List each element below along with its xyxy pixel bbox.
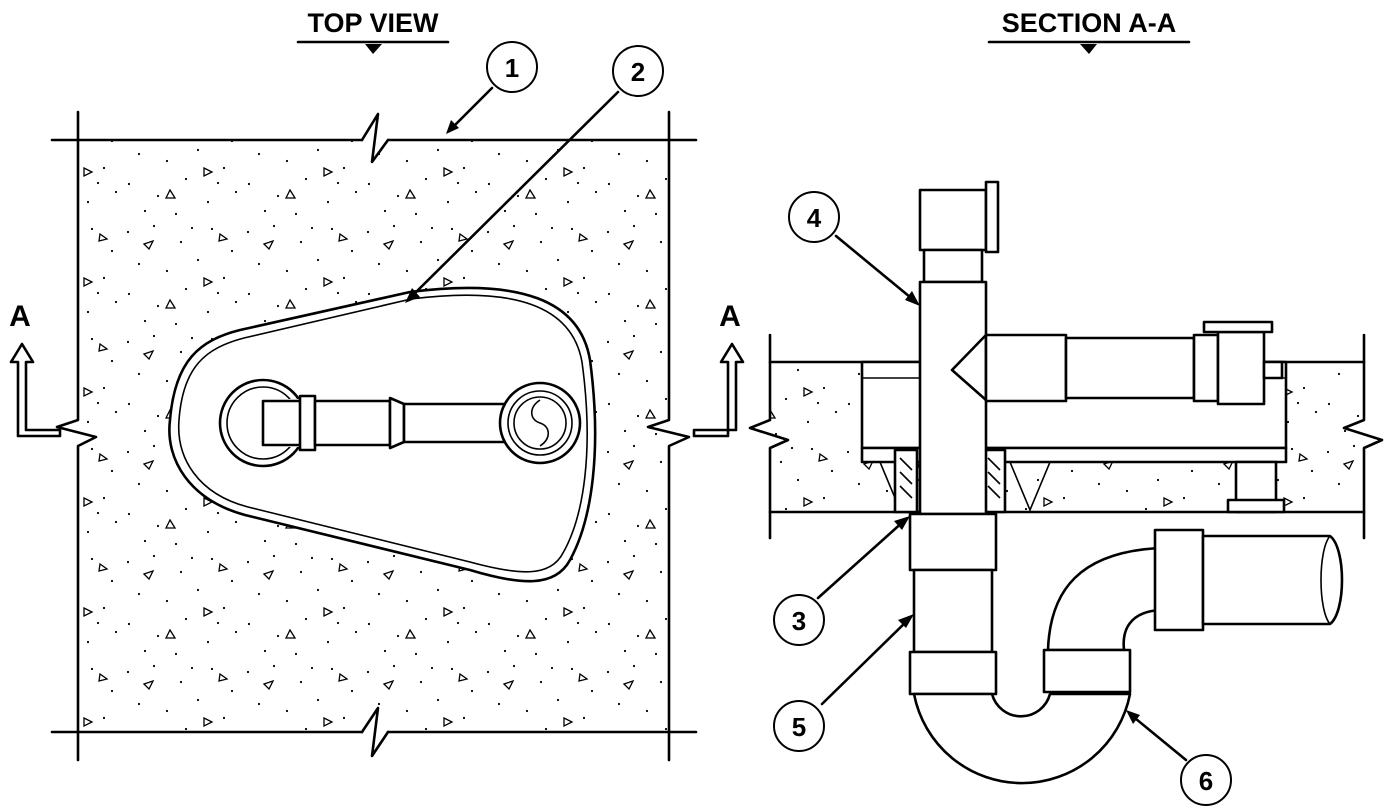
pipe-coupling-below <box>908 512 998 572</box>
leader-4 <box>834 234 918 304</box>
trap-inlet-coupling <box>908 650 998 696</box>
trap-outlet-coupling <box>1042 648 1132 694</box>
callout-4-circle <box>788 191 840 243</box>
top-view-title: TOP VIEW <box>307 8 439 38</box>
cleanout-cap <box>918 188 988 252</box>
section-mark-right: A <box>719 300 741 333</box>
slab-right-edge <box>646 110 691 762</box>
top-view: TOP VIEW A A <box>9 8 745 762</box>
section-view-title: SECTION A-A <box>1002 8 1177 38</box>
trap-pipe-segment <box>313 399 392 447</box>
leader-6 <box>1128 712 1188 762</box>
tee-branch-pipe <box>984 333 1068 403</box>
callout-4-label: 4 <box>807 203 822 233</box>
support-right <box>1008 461 1052 513</box>
leader-5 <box>820 616 912 706</box>
callout-2-label: 2 <box>631 57 645 87</box>
clamp-right-hatch <box>987 457 1001 499</box>
riser-coupling <box>922 248 984 284</box>
p-trap-bend <box>912 692 1132 785</box>
vertical-pipe-below <box>912 568 994 654</box>
cleanout-plug <box>984 180 1000 254</box>
trap-arm-pipe <box>402 402 516 444</box>
trap-arm-pipe-section <box>1201 534 1344 626</box>
leader-5-arrow <box>898 614 914 628</box>
callout-1-circle <box>486 41 538 93</box>
riser-pipe <box>918 280 988 516</box>
trap-arm-coupling <box>1153 528 1205 632</box>
leader-2 <box>408 90 620 300</box>
horizontal-pipe <box>1064 336 1196 400</box>
tee-branch-junction <box>950 333 988 402</box>
drain-outlet-middle <box>507 390 573 456</box>
support-plate-right <box>1226 498 1286 514</box>
drain-outlet-inner <box>513 396 567 450</box>
callout-6-circle <box>1180 754 1232 806</box>
section-title-marker <box>1080 44 1097 54</box>
break-line-bottom <box>360 706 390 758</box>
p-trap-upper-bend <box>1046 546 1162 652</box>
outlet-cover <box>1202 320 1274 334</box>
drain-swirl-icon <box>530 399 550 447</box>
clamp-left-hatch <box>899 457 913 499</box>
flashing-clamp-left <box>893 448 919 514</box>
outlet-stub <box>1262 360 1284 380</box>
callout-5-label: 5 <box>792 712 806 742</box>
callout-1-label: 1 <box>505 53 519 83</box>
section-mark-left: A <box>9 300 31 333</box>
leader-1-arrow <box>446 120 459 134</box>
break-line-top <box>360 112 390 164</box>
callout-3-circle <box>773 594 825 646</box>
slab-section-right-break <box>1342 333 1384 540</box>
leader-3 <box>816 518 907 600</box>
slab-left-edge <box>55 110 98 762</box>
callout-5-circle <box>773 700 825 752</box>
leader-1 <box>447 86 494 133</box>
section-arrow-left <box>9 342 62 438</box>
drain-basin-inner-line <box>177 294 588 573</box>
trap-reducer <box>388 396 406 450</box>
pipe-break-mark <box>1320 535 1331 625</box>
callout-3-label: 3 <box>792 606 806 636</box>
leader-4-arrow <box>905 291 920 306</box>
horizontal-coupling <box>1192 333 1220 403</box>
callout-2-circle <box>612 45 664 97</box>
leader-2-arrow <box>405 288 420 303</box>
slab-section-left-break <box>748 333 790 540</box>
leader-6-arrow <box>1126 710 1140 724</box>
trap-elbow-segment <box>261 399 305 447</box>
top-view-title-marker <box>365 44 382 54</box>
trap-coupling <box>298 394 317 452</box>
callout-6-label: 6 <box>1199 766 1213 796</box>
leader-3-arrow <box>894 516 910 530</box>
body-outlet-fitting <box>1216 330 1266 406</box>
section-arrow-right <box>692 342 745 438</box>
section-view: SECTION A-A <box>748 8 1384 806</box>
